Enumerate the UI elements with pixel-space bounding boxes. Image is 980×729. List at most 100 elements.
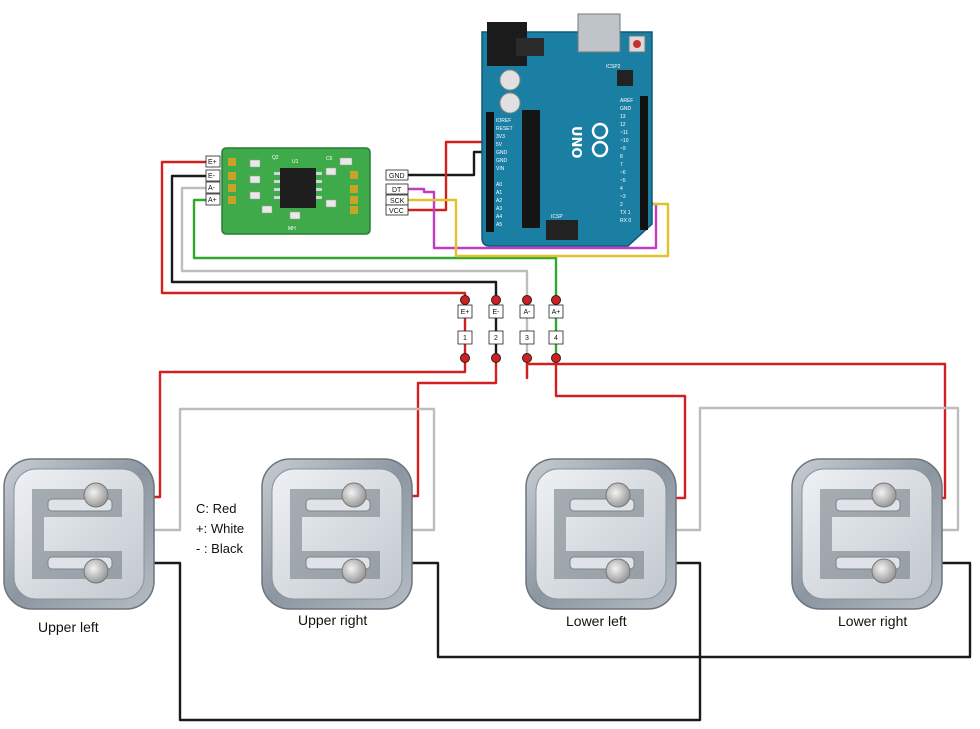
wire-a-plus-green [192, 198, 558, 302]
legend-line-minus: - : Black [196, 541, 243, 556]
pin-tag-e-minus: E- [208, 173, 216, 180]
connector-top-dot-1 [460, 295, 470, 305]
pin-tag-vcc: VCC [389, 208, 404, 215]
analog-pin-label-5: A5 [496, 222, 502, 228]
hx711-chip-label: U1 [292, 159, 299, 165]
wire-black-ur-lr [410, 561, 972, 659]
load-cell-lower-right: Lower right [791, 458, 943, 629]
connector-2: E- 2 [488, 295, 504, 363]
digital-pin-labels: AREF GND 13 12 ~11 ~10 ~9 8 7 ~6 ~5 4 ~3 2 TX 1 RX 0 [620, 98, 633, 224]
arduino-reset-label: RESET [632, 26, 649, 32]
power-pin-label-3: 5V [496, 142, 503, 148]
pin-tag-e-plus: E+ [208, 159, 217, 166]
digital-header [640, 96, 648, 230]
digital-pin-label-3: 12 [620, 122, 626, 128]
connector-top-box-2 [488, 304, 504, 319]
wire-a-minus-white [180, 186, 529, 302]
wire-white-ll-lr [674, 406, 960, 532]
hx711-left-pins: E+ E- A- A+ [205, 155, 221, 206]
power-analog-header [486, 112, 494, 232]
connector-bottom-dot-4 [551, 353, 561, 363]
connector-top-box-3 [519, 304, 535, 319]
digital-pin-label-10: ~5 [620, 178, 626, 184]
connector-4: A+4 [548, 295, 564, 363]
connector-bottom-dot-3 [522, 353, 532, 363]
digital-pin-label-13: 2 [620, 202, 623, 208]
connector-top-box-4 [548, 304, 564, 319]
connector-bottom-label-3: 3 [525, 335, 529, 342]
icsp-header [546, 220, 578, 240]
digital-pin-label-7: 8 [620, 154, 623, 160]
digital-pin-label-2: 13 [620, 114, 626, 120]
wire-vcc-red [406, 140, 492, 212]
digital-pin-label-15: RX 0 [620, 218, 631, 224]
digital-pin-label-12: ~3 [620, 194, 626, 200]
arduino-icsp2-label: ICSP2 [606, 64, 621, 70]
wire-black-ul-ll [150, 561, 702, 722]
analog-pin-label-0: A0 [496, 182, 502, 188]
power-pin-label-6: VIN [496, 166, 505, 172]
arduino-logo: UNO [568, 122, 609, 159]
digital-pin-label-9: ~6 [620, 170, 626, 176]
analog-pin-label-2: A2 [496, 198, 502, 204]
digital-pin-label-8: 7 [620, 162, 623, 168]
cell-label-upper-right: Upper right [298, 612, 367, 628]
pin-tag-a-minus: A- [208, 185, 216, 192]
load-cell-lower-left: Lower left [525, 458, 677, 629]
wire-red-to-upper-right [410, 358, 498, 498]
digital-pin-label-4: ~11 [620, 130, 628, 136]
connector-bottom-dot-1 [460, 353, 470, 363]
pin-tag-a-plus: A+ [208, 197, 217, 204]
connector-3: A- 3 [519, 295, 535, 363]
connector-bottom-box-2 [488, 330, 504, 345]
wire-dt-purple [406, 187, 658, 250]
connector-bottom-label-2: 2 [494, 335, 498, 342]
digital-pin-label-6: ~9 [620, 146, 626, 152]
load-cell-upper-right: Upper right [261, 458, 413, 628]
connector-top-dot-3 [522, 295, 532, 305]
connector-top-label-2: E- [493, 309, 501, 316]
legend-line-c: C: Red [196, 501, 236, 516]
digital-pin-label-5: ~10 [620, 138, 629, 144]
hx711-brand: MH [288, 226, 296, 232]
cell-label-lower-left: Lower left [566, 613, 627, 629]
digital-pin-label-0: AREF [620, 98, 633, 104]
digital-pin-label-11: 4 [620, 186, 623, 192]
analog-pin-label-1: A1 [496, 190, 502, 196]
connector-top-box-1 [457, 304, 473, 319]
wire-sck-yellow [406, 198, 670, 258]
analog-pin-label-3: A3 [496, 206, 502, 212]
load-cell-upper-left: Upper left [3, 458, 155, 635]
terminal-connectors: E+1 E- 2 A- 3 A+4 [457, 295, 564, 363]
power-pin-label-1: RESET [496, 126, 513, 132]
wire-red-to-upper-left [150, 358, 467, 499]
digital-pin-label-1: GND [620, 106, 632, 112]
connector-top-dot-2 [491, 295, 501, 305]
power-pin-label-0: IOREF [496, 118, 511, 124]
connector-top-label-1: E+ [461, 309, 470, 316]
power-pin-labels: IOREF RESET 3V3 5V GND GND VIN [496, 118, 513, 172]
pin-tag-gnd: GND [389, 173, 405, 180]
hx711-q-label: Q2 [272, 155, 279, 161]
connector-top-label-3: A- [524, 309, 532, 316]
wire-red-to-lower-left [554, 358, 687, 500]
pin-tag-sck: SCK [390, 198, 405, 205]
hx711-right-pins: GND DT SCK VCC [385, 169, 409, 216]
arduino-uno-label: UNO [568, 126, 583, 159]
icsp2-header [617, 70, 633, 86]
power-pin-label-2: 3V3 [496, 134, 505, 140]
cell-label-lower-right: Lower right [838, 613, 907, 629]
digital-pin-label-14: TX 1 [620, 210, 631, 216]
connector-1: E+1 [457, 295, 473, 363]
power-pin-label-4: GND [496, 150, 508, 156]
atmega-chip [522, 110, 540, 228]
hx711-module: Q2 U1 C6 MH [221, 147, 371, 235]
cell-label-upper-left: Upper left [38, 619, 99, 635]
hx711-chip [280, 168, 316, 208]
wire-color-legend: C: Red +: White - : Black [196, 501, 244, 556]
wire-e-minus-black [170, 174, 498, 302]
connector-bottom-dot-2 [491, 353, 501, 363]
power-pin-label-5: GND [496, 158, 508, 164]
